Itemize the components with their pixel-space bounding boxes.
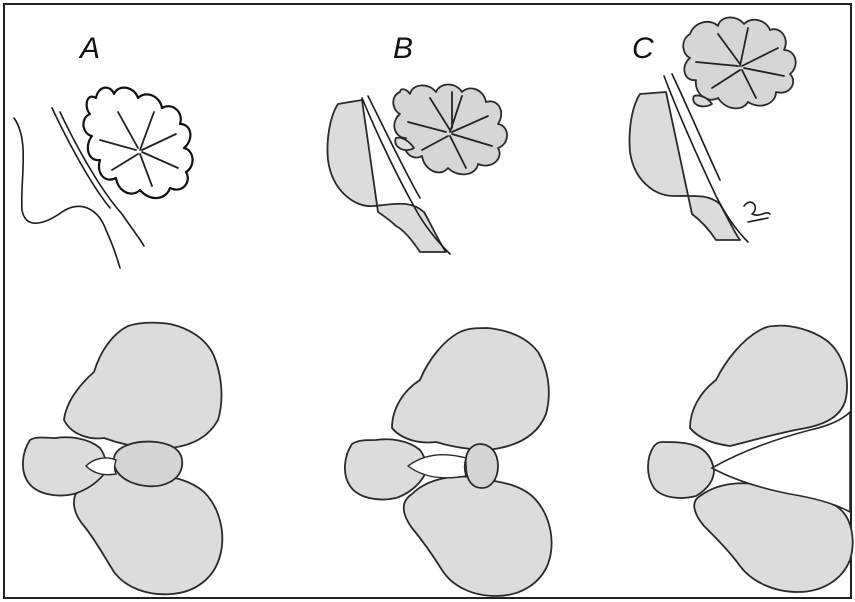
brainstem-stub-c — [648, 442, 714, 498]
cerebellum-outline-a — [83, 88, 192, 198]
sagittal-view-b — [327, 85, 507, 255]
sagittal-view-c — [629, 17, 795, 242]
panel-label-b: B — [393, 32, 413, 65]
panel-label-a: A — [78, 32, 100, 65]
coronal-view-c — [648, 326, 853, 592]
panel-label-c: C — [632, 32, 654, 65]
upper-hemisphere-b — [392, 328, 549, 450]
upper-hemisphere-a — [64, 323, 221, 449]
brainstem-c — [629, 92, 740, 240]
coronal-view-b — [345, 328, 552, 596]
fourth-ventricle-wall-a — [60, 112, 144, 246]
lower-hemisphere-b — [404, 477, 552, 596]
coronal-view-a — [23, 323, 222, 595]
fourth-ventricle-inner-a — [52, 108, 110, 208]
folia-a — [100, 112, 178, 186]
midline-mass-b — [466, 444, 498, 488]
artist-signature-c — [744, 202, 770, 222]
sagittal-view-a — [14, 88, 193, 268]
lower-hemisphere-a — [74, 471, 222, 595]
